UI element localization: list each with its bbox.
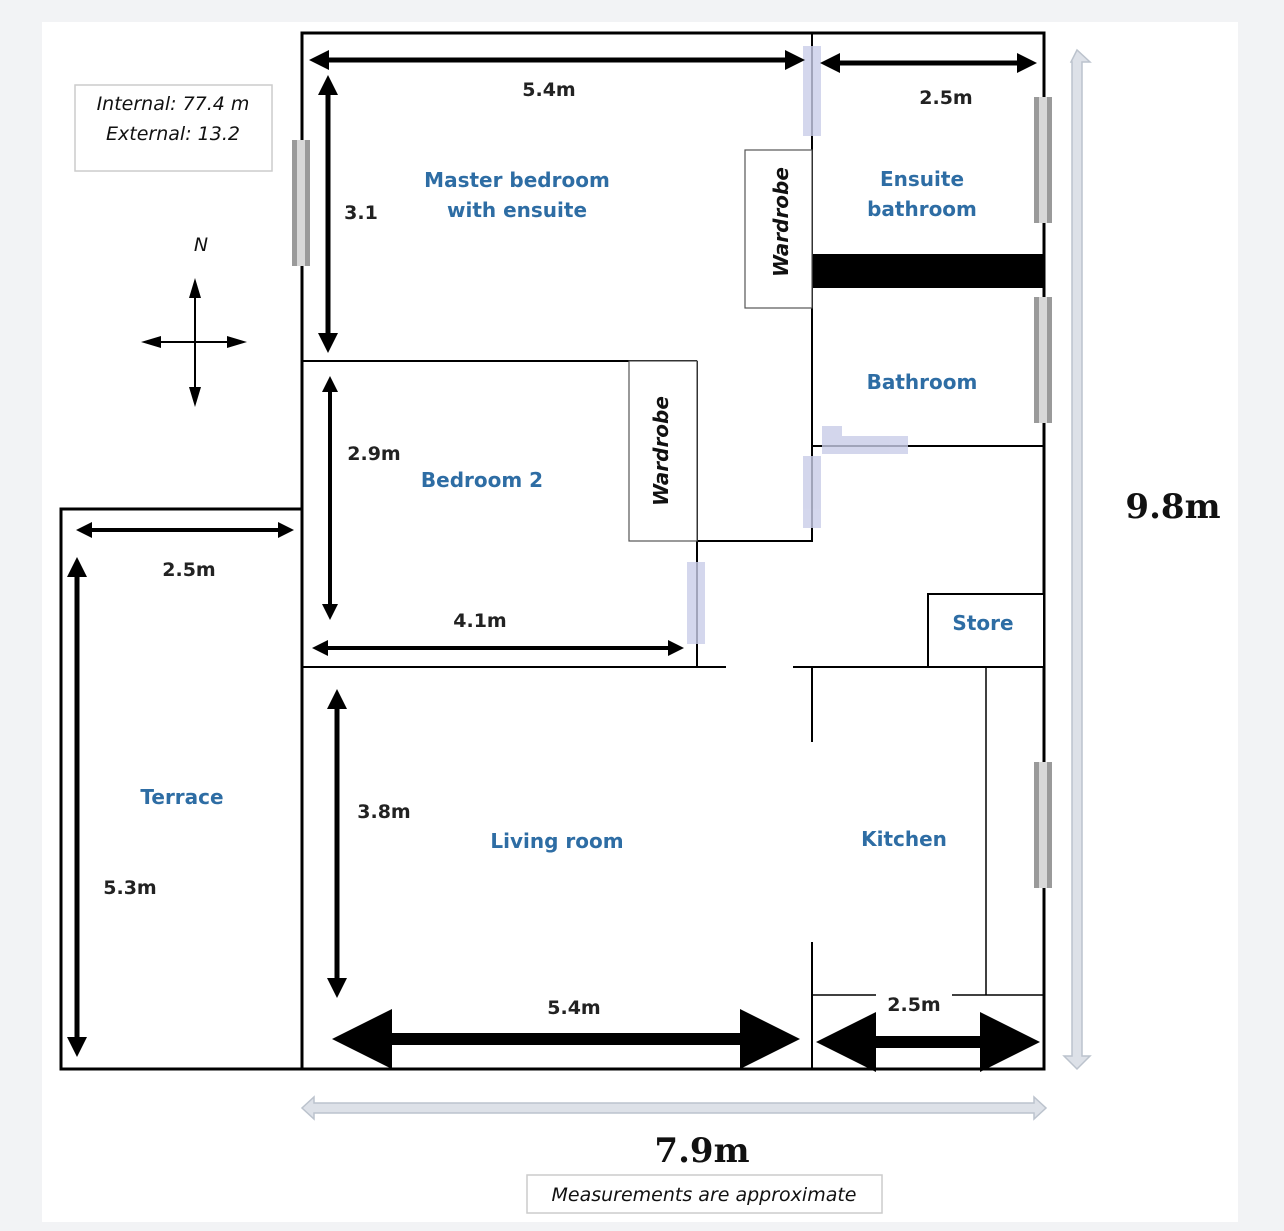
master-height-label: 3.1: [344, 202, 378, 224]
ensuite-door: [803, 46, 821, 136]
overall-height-arrow: [1062, 48, 1092, 1071]
north-label: N: [194, 234, 208, 256]
kitchen-label: Kitchen: [861, 827, 947, 851]
internal-area-text: Internal: 77.4 m: [97, 93, 250, 115]
master-wardrobe: Wardrobe: [744, 149, 813, 309]
ensuite-label-line1: Ensuite: [880, 167, 964, 191]
living-width-label: 5.4m: [547, 997, 600, 1019]
living-height-label: 3.8m: [357, 801, 410, 823]
ensuite-label-line2: bathroom: [867, 197, 977, 221]
external-area-text: External: 13.2: [106, 123, 240, 145]
master-door: [803, 456, 821, 528]
bedroom2-label: Bedroom 2: [421, 468, 543, 492]
ensuite-width-label: 2.5m: [919, 87, 972, 109]
living-room-label: Living room: [490, 829, 623, 853]
store-room: [927, 593, 1045, 668]
dimension-arrows: [67, 50, 1040, 1072]
bedroom2-width-label: 4.1m: [453, 610, 506, 632]
terrace-width-label: 2.5m: [162, 559, 215, 581]
terrace-height-label: 5.3m: [103, 877, 156, 899]
footnote-text: Measurements are approximate: [552, 1184, 857, 1206]
bathroom-door: [822, 436, 908, 454]
bedroom2-wardrobe-label: Wardrobe: [649, 396, 673, 506]
room-labels: Master bedroom with ensuite Ensuite bath…: [140, 167, 1013, 853]
bedroom2-wardrobe: Wardrobe: [628, 360, 698, 542]
overall-width-arrow: [300, 1095, 1048, 1121]
bathroom-label: Bathroom: [867, 370, 978, 394]
overall-width-label: 7.9m: [654, 1131, 749, 1171]
area-summary-box: Internal: 77.4 m External: 13.2: [74, 84, 273, 172]
ensuite-bathroom-partition: [812, 254, 1044, 288]
terrace-label: Terrace: [140, 785, 223, 809]
kitchen-width-label: 2.5m: [887, 994, 940, 1016]
store-label: Store: [952, 611, 1013, 635]
master-wardrobe-label: Wardrobe: [769, 167, 793, 277]
bedroom2-door: [687, 562, 705, 644]
windows: [292, 97, 1052, 888]
doors: [687, 46, 908, 644]
master-bedroom-label-line1: Master bedroom: [424, 168, 610, 192]
master-bedroom-label-line2: with ensuite: [447, 198, 587, 222]
dimension-labels: 5.4m 2.5m 3.1 2.9m 4.1m 2.5m 5.3m 3.8m 5…: [103, 79, 1220, 1171]
overall-height-label: 9.8m: [1125, 487, 1220, 527]
bedroom2-height-label: 2.9m: [347, 443, 400, 465]
compass-icon: N: [141, 234, 247, 407]
footnote-box: Measurements are approximate: [526, 1174, 883, 1214]
master-width-label: 5.4m: [522, 79, 575, 101]
